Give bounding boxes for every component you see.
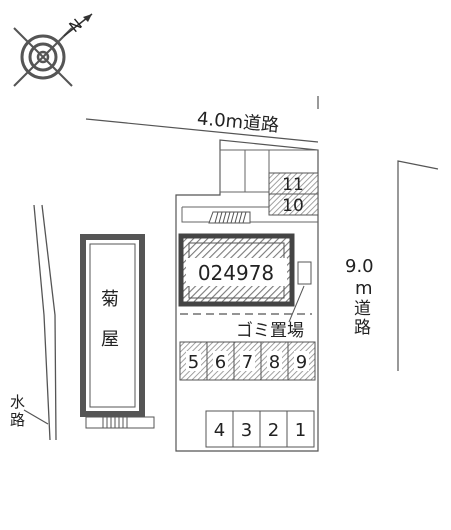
right-road-unit: m bbox=[355, 278, 373, 299]
neighbor-char-2: 屋 bbox=[101, 329, 119, 350]
parking-spot-4-label: 4 bbox=[214, 420, 225, 441]
neighbor-building: 菊 屋 bbox=[80, 234, 155, 429]
parking-spot-label-bg bbox=[267, 351, 282, 371]
parking-spot-1-label: 1 bbox=[295, 420, 306, 441]
parking-spot-9-label: 9 bbox=[296, 352, 307, 373]
main-building: 024978 bbox=[178, 233, 312, 315]
parking-top-stack: 11 10 bbox=[268, 172, 319, 216]
parking-spot-5-label: 5 bbox=[188, 352, 199, 373]
building-code-label: 024978 bbox=[198, 261, 274, 285]
compass: N bbox=[13, 13, 93, 87]
waterway-char-1: 水 bbox=[10, 393, 25, 411]
garbage-area: ゴミ置場 bbox=[236, 261, 312, 341]
parking-spot-label-bg bbox=[240, 351, 255, 371]
top-road-label: 4.0m道路 bbox=[196, 108, 280, 136]
parking-spot-1 bbox=[286, 410, 315, 448]
garbage-area-label: ゴミ置場 bbox=[236, 320, 304, 341]
parking-spot-7-label: 7 bbox=[242, 352, 253, 373]
parking-spot-6 bbox=[206, 341, 235, 381]
right-road-kanji-1: 道 bbox=[354, 299, 371, 319]
parking-spot-label-bg bbox=[186, 351, 201, 371]
parking-spot-11-label: 11 bbox=[282, 175, 304, 195]
right-road: 9.0 m 道 路 bbox=[345, 160, 439, 371]
parking-spot-6-label: 6 bbox=[215, 352, 226, 373]
waterway: 水 路 bbox=[10, 204, 57, 441]
parking-spot-label-bg bbox=[213, 351, 228, 371]
top-road: 4.0m道路 bbox=[85, 96, 319, 143]
parking-spot-2-label: 2 bbox=[268, 420, 279, 441]
garbage-box bbox=[297, 261, 312, 285]
building-stairs bbox=[208, 211, 251, 224]
parking-spot-10-label: 10 bbox=[282, 196, 304, 216]
compass-rose-icon bbox=[13, 13, 93, 87]
parking-spot-8-label: 8 bbox=[269, 352, 280, 373]
neighbor-stairs bbox=[102, 417, 128, 428]
waterway-char-2: 路 bbox=[10, 411, 25, 429]
parking-spot-label-bg bbox=[294, 351, 309, 371]
right-road-width: 9.0 bbox=[345, 256, 374, 277]
parking-spot-10 bbox=[268, 193, 319, 216]
neighbor-char-1: 菊 bbox=[101, 289, 119, 310]
parking-spot-3-label: 3 bbox=[241, 420, 252, 441]
right-road-kanji-2: 路 bbox=[354, 318, 371, 338]
